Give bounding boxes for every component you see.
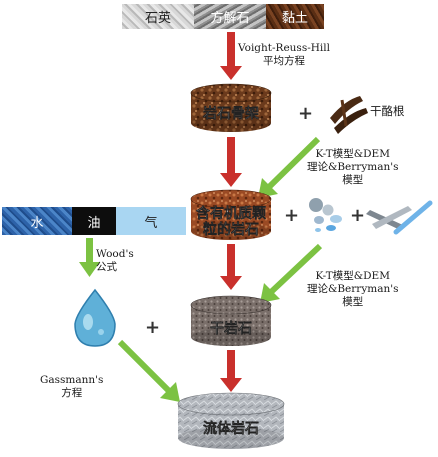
plus-sign-particles: +: [284, 205, 300, 226]
fluid-gas-label: 气: [144, 215, 158, 231]
red-arrow-4: [220, 350, 242, 392]
disk-organic-rock: 含有机质颗 粒的岩石: [190, 189, 272, 240]
plus-sign-cracks: +: [350, 205, 366, 226]
green-arrow-dry: [260, 243, 323, 303]
vrh-label-line1: Voight-Reuss-Hill: [238, 42, 330, 54]
vrh-label-line2: 平均方程: [263, 55, 305, 67]
fluid-oil: 油: [72, 207, 116, 235]
disk-rock-skeleton-label: 岩石骨架: [202, 105, 259, 122]
plus-sign-fluid: +: [145, 317, 161, 338]
fluid-oil-label: 油: [87, 215, 101, 231]
mineral-clay: 黏土: [266, 4, 324, 29]
green-arrow-gassmann: [117, 339, 180, 402]
mineral-quartz-label: 石英: [144, 11, 171, 26]
red-arrow-1: [220, 32, 242, 80]
disk-dry-rock: 干岩石: [190, 295, 272, 346]
green-arrow-fluid-down: [79, 238, 100, 277]
gassmann-label-line1: Gassmann's: [40, 374, 104, 386]
green-arrow-kerogen: [258, 136, 321, 198]
mineral-clay-label: 黏土: [281, 11, 308, 26]
plus-sign-kerogen: +: [298, 103, 314, 124]
disk-organic-label-1: 含有机质颗: [196, 205, 266, 222]
red-arrow-3: [220, 244, 242, 290]
particles-icon: [309, 198, 342, 232]
kerogen-icon: [330, 96, 368, 134]
water-drop-icon: [74, 288, 116, 347]
cracks-icon: [366, 200, 433, 235]
kt-label-1-line2: 理论&Berryman's: [307, 161, 399, 173]
disk-fluid-label: 流体岩石: [203, 420, 259, 437]
disk-rock-skeleton: 岩石骨架: [190, 83, 272, 132]
kt-label-2-line3: 模型: [342, 296, 364, 308]
disk-dry-label: 干岩石: [210, 320, 252, 337]
kt-label-1: K-T模型&DEM 理论&Berryman's 模型: [307, 148, 399, 187]
kerogen-label: 干酪根: [370, 104, 405, 118]
fluid-water: 水: [2, 207, 72, 235]
mineral-calcite: 方解石: [194, 4, 266, 29]
kt-label-1-line1: K-T模型&DEM: [315, 148, 390, 160]
red-arrow-2: [220, 137, 242, 187]
mineral-calcite-label: 方解石: [210, 11, 250, 26]
woods-label: Wood's 公式: [96, 248, 134, 274]
kt-label-2-line2: 理论&Berryman's: [307, 283, 399, 295]
mineral-quartz: 石英: [122, 4, 194, 29]
kt-label-2-line1: K-T模型&DEM: [315, 270, 390, 282]
disk-organic-label-2: 粒的岩石: [203, 221, 259, 238]
gassmann-label-line2: 方程: [61, 387, 83, 399]
vrh-label: Voight-Reuss-Hill 平均方程: [238, 42, 330, 68]
woods-label-line2: 公式: [96, 261, 117, 273]
kt-label-2: K-T模型&DEM 理论&Berryman's 模型: [307, 270, 399, 309]
disk-fluid-rock: 流体岩石: [177, 392, 285, 449]
kt-label-1-line3: 模型: [342, 174, 364, 186]
gassmann-label: Gassmann's 方程: [40, 374, 103, 400]
fluid-water-label: 水: [30, 215, 44, 231]
woods-label-line1: Wood's: [96, 248, 134, 260]
fluid-gas: 气: [116, 207, 186, 235]
